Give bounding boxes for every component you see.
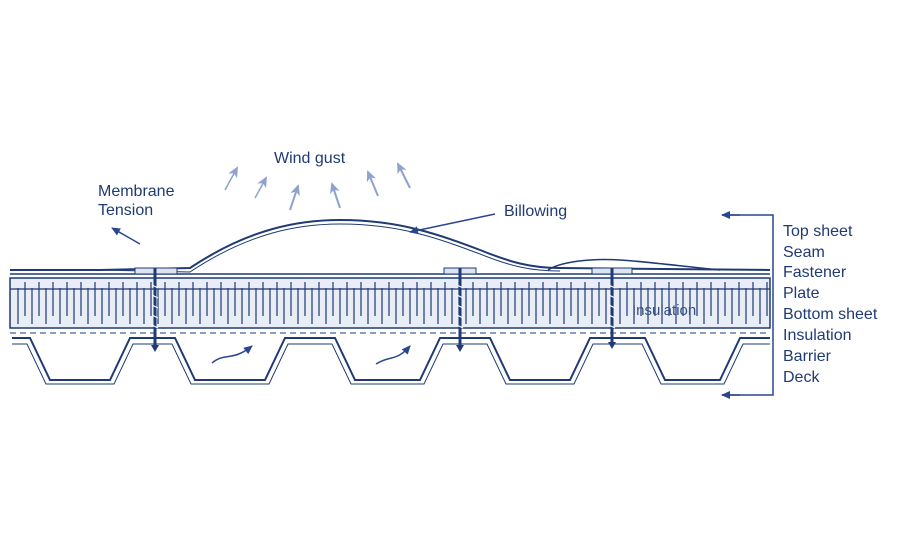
insulation-inline-label: Insulation bbox=[632, 302, 696, 319]
wind-arrow-2 bbox=[254, 176, 267, 199]
membrane-tension-arrow bbox=[111, 227, 141, 245]
wind-gust-arrows bbox=[224, 162, 411, 211]
layer-bracket bbox=[722, 214, 774, 396]
seam-bulge bbox=[547, 258, 721, 271]
layer-item: Seam bbox=[783, 244, 825, 261]
insulation-teeth bbox=[17, 282, 768, 324]
top-sheet-billowing bbox=[10, 218, 771, 271]
wind-gust-label: Wind gust bbox=[274, 150, 346, 167]
insulation-pattern bbox=[10, 282, 770, 324]
layer-item: Deck bbox=[783, 369, 820, 386]
fastener-left bbox=[151, 268, 159, 352]
fastener-right bbox=[608, 268, 616, 349]
layer-item: Insulation bbox=[783, 327, 852, 344]
membrane-tension-label-line2: Tension bbox=[98, 202, 153, 219]
airflow-arrow-left bbox=[211, 345, 253, 364]
wind-arrow-5 bbox=[366, 170, 379, 197]
wind-arrow-1 bbox=[224, 166, 238, 191]
top-sheet-second bbox=[99, 223, 561, 273]
layer-item: Bottom sheet bbox=[783, 306, 878, 323]
layer-item: Barrier bbox=[783, 348, 832, 365]
layer-item: Top sheet bbox=[783, 223, 853, 240]
layer-item: Fastener bbox=[783, 264, 847, 281]
wind-arrow-6 bbox=[397, 162, 411, 189]
wind-arrow-4 bbox=[330, 182, 341, 209]
wind-arrow-3 bbox=[289, 184, 300, 211]
membrane-tension-label-line1: Membrane bbox=[98, 183, 175, 200]
steel-deck-inner bbox=[12, 343, 770, 385]
fastener-middle bbox=[456, 268, 464, 352]
airflow-arrow-right bbox=[375, 345, 411, 365]
billowing-leader bbox=[409, 213, 496, 235]
billowing-label: Billowing bbox=[504, 203, 567, 220]
layer-list: Top sheet Seam Fastener Plate Bottom she… bbox=[783, 223, 878, 386]
layer-item: Plate bbox=[783, 285, 820, 302]
steel-deck bbox=[12, 337, 770, 381]
